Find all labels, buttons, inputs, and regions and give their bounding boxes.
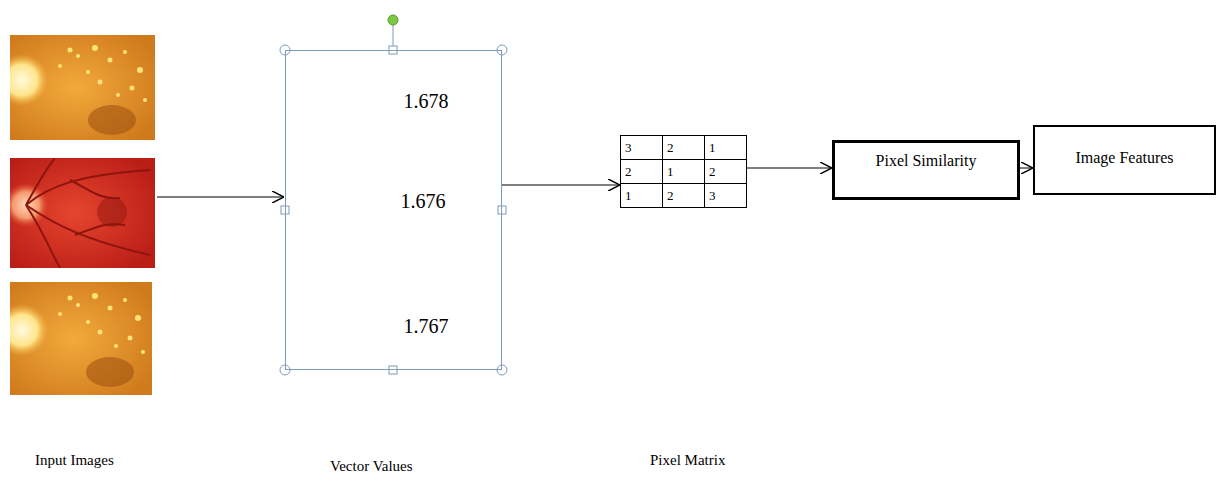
exudates xyxy=(58,45,147,102)
optic-disc xyxy=(10,54,48,106)
matrix-cell: 1 xyxy=(705,136,747,160)
corner-handle xyxy=(497,365,507,375)
matrix-cell: 3 xyxy=(705,184,747,208)
exudates xyxy=(58,293,145,354)
fundus-ground xyxy=(10,158,155,268)
rotate-handle xyxy=(388,15,398,25)
rotate-stem xyxy=(393,25,394,46)
matrix-cell: 2 xyxy=(663,184,705,208)
part-caption: Input Images xyxy=(35,452,114,469)
retina-image xyxy=(10,282,152,395)
macula xyxy=(86,357,134,387)
optic-disc xyxy=(10,304,48,356)
flow-arrow xyxy=(502,185,620,186)
box-title: Image Features xyxy=(1075,149,1173,167)
blood-vessels xyxy=(26,158,150,268)
vector-value: 1.676 xyxy=(401,190,446,213)
matrix-cell: 3 xyxy=(621,136,663,160)
matrix-cell: 2 xyxy=(621,160,663,184)
macula xyxy=(88,105,136,135)
edge-handle xyxy=(498,206,506,214)
part-caption: Vector Values xyxy=(330,458,413,475)
edge-handle xyxy=(389,366,397,374)
vector-value: 1.767 xyxy=(404,315,449,338)
vector-value: 1.678 xyxy=(404,90,449,113)
output-box: Image Features xyxy=(1033,125,1216,195)
flow-arrow xyxy=(747,168,832,169)
matrix-cell: 2 xyxy=(663,136,705,160)
matrix-cell: 2 xyxy=(705,160,747,184)
retina-image xyxy=(10,158,155,268)
selection-handles xyxy=(280,15,507,375)
input-arrow xyxy=(157,197,284,198)
flow-arrow xyxy=(1020,168,1033,169)
vector-box: 1.678 1.676 1.767 xyxy=(285,50,502,370)
process-box: Pixel Similarity xyxy=(832,140,1020,200)
matrix-cell: 1 xyxy=(621,184,663,208)
retina-image xyxy=(10,35,155,140)
part-caption: Pixel Matrix xyxy=(650,452,725,469)
matrix-cell: 1 xyxy=(663,160,705,184)
box-title: Pixel Similarity xyxy=(876,152,977,170)
optic-disc xyxy=(10,183,48,227)
macula xyxy=(97,197,127,227)
pixel-matrix: 321212123 xyxy=(620,135,747,208)
